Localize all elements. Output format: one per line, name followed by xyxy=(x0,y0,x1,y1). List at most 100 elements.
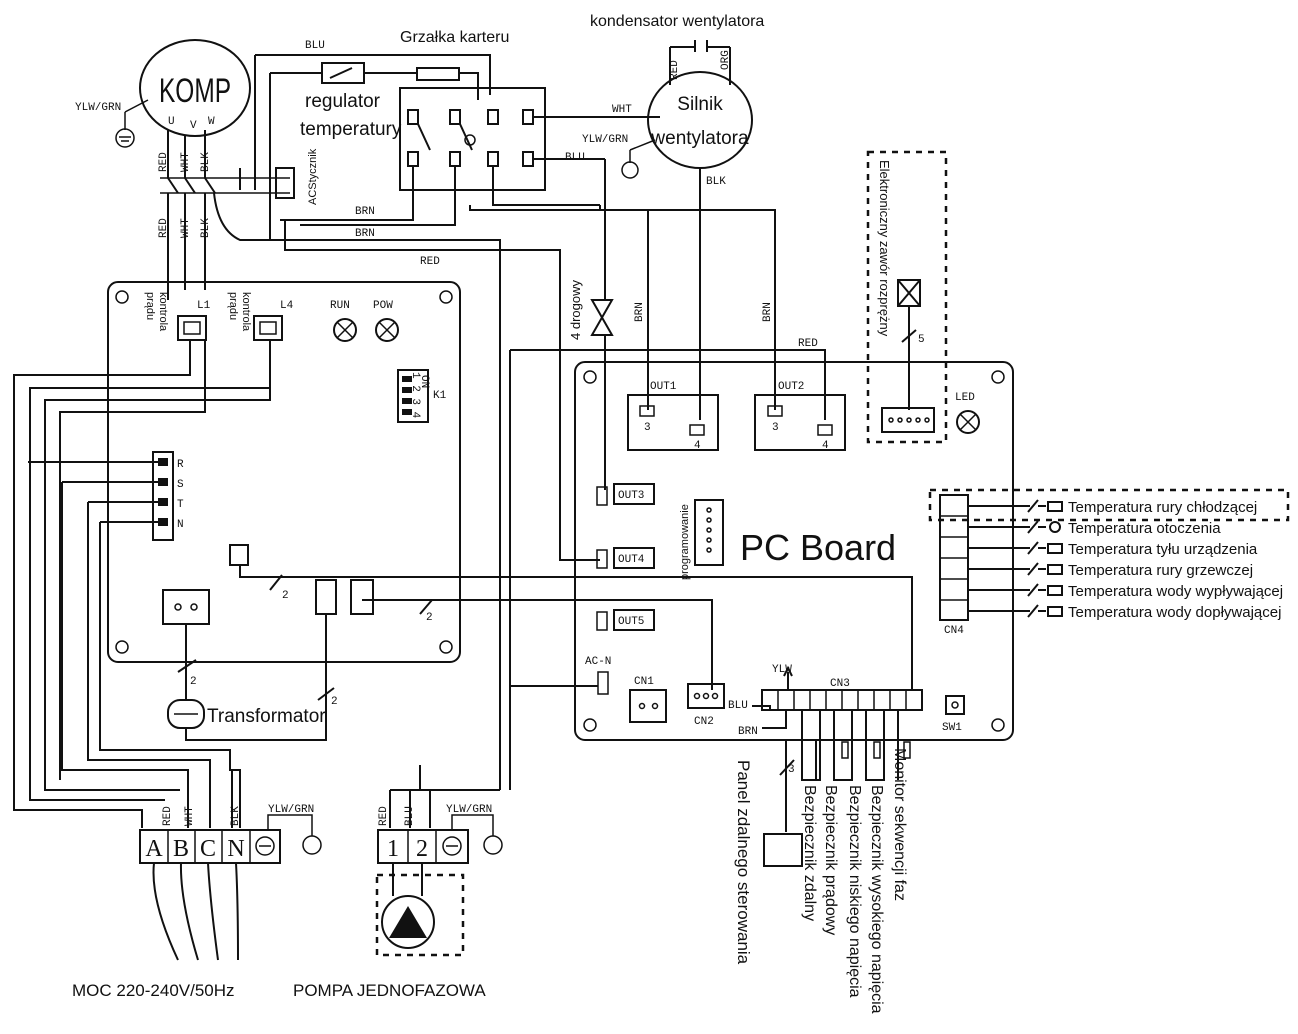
svg-text:RED: RED xyxy=(158,152,170,172)
led-label: LED xyxy=(955,392,975,404)
run-indicator xyxy=(333,318,357,342)
ac-contactor xyxy=(275,167,295,199)
svg-text:R: R xyxy=(177,459,184,471)
svg-text:4: 4 xyxy=(694,440,701,452)
svg-text:WHT: WHT xyxy=(180,152,192,172)
svg-text:BRN: BRN xyxy=(355,228,375,240)
transformer-label: Transformator xyxy=(207,706,326,727)
svg-text:BLU: BLU xyxy=(404,806,416,826)
svg-text:2: 2 xyxy=(416,836,428,862)
relay-block xyxy=(399,87,546,191)
pow-indicator xyxy=(375,318,399,342)
svg-text:OUT3: OUT3 xyxy=(618,490,644,502)
rstn-terminal xyxy=(152,451,174,541)
ct-l4 xyxy=(253,315,283,341)
sensor-5: Temperatura wody wypływającej xyxy=(1068,583,1283,600)
programming-label: programowanie xyxy=(679,504,691,580)
svg-text:1 2 3 4: 1 2 3 4 xyxy=(409,372,421,419)
compressor-terminal-w: W xyxy=(208,116,215,128)
svg-text:BRN: BRN xyxy=(738,726,758,738)
svg-text:CN4: CN4 xyxy=(944,625,964,637)
svg-text:B: B xyxy=(173,836,189,862)
sensor-1: Temperatura rury chłodzącej xyxy=(1068,499,1257,516)
compressor-terminal-v: V xyxy=(190,120,197,132)
ground-icon xyxy=(483,835,503,855)
sensor-6: Temperatura wody dopływającej xyxy=(1068,604,1281,621)
ground-icon xyxy=(442,836,462,856)
current-monitor-label-2: prądu xyxy=(144,292,156,320)
svg-text:C: C xyxy=(200,836,216,862)
dip-switch-k1[interactable] xyxy=(397,369,429,423)
svg-text:RED: RED xyxy=(162,806,174,826)
fan-motor-label-1: Silnik xyxy=(677,94,723,115)
svg-text:3: 3 xyxy=(772,422,779,434)
svg-text:CN2: CN2 xyxy=(694,716,714,728)
svg-text:CN3: CN3 xyxy=(830,678,850,690)
sensor-3: Temperatura tyłu urządzenia xyxy=(1068,541,1258,558)
l1-label: L1 xyxy=(197,300,211,312)
exv-connector xyxy=(881,407,935,433)
pump-dashed-box xyxy=(375,873,465,957)
l4-label: L4 xyxy=(280,300,294,312)
svg-text:OUT2: OUT2 xyxy=(778,381,804,393)
sw1-button[interactable] xyxy=(945,695,965,715)
out1-relay xyxy=(627,394,719,451)
label-remote-fuse: Bezpiecznik zdalny xyxy=(801,785,818,921)
svg-text:RED: RED xyxy=(158,218,170,238)
cn2-connector xyxy=(687,683,725,709)
sensor-4: Temperatura rury grzewczej xyxy=(1068,562,1253,579)
current-monitor-label-1b: kontrola xyxy=(240,292,252,332)
svg-text:BRN: BRN xyxy=(634,302,646,322)
cn1-connector xyxy=(629,689,667,723)
svg-text:S: S xyxy=(177,479,184,491)
svg-text:BLU: BLU xyxy=(728,700,748,712)
ac-contactor-label: ACStycznik xyxy=(307,148,319,205)
svg-text:BLU: BLU xyxy=(305,40,325,52)
svg-text:OUT4: OUT4 xyxy=(618,554,645,566)
sensor-dashed-box xyxy=(928,488,1290,522)
label-low-voltage-fuse: Bezpiecznik niskiego napięcia xyxy=(846,785,863,998)
svg-text:5: 5 xyxy=(918,334,925,346)
svg-text:BRN: BRN xyxy=(355,206,375,218)
power-terminal-block xyxy=(139,829,281,864)
pump-symbol xyxy=(381,895,435,949)
svg-text:1: 1 xyxy=(387,836,399,862)
pc-board-label: PC Board xyxy=(740,527,896,568)
label-remote-panel: Panel zdalnego sterowania xyxy=(734,760,753,965)
remote-panel-symbol xyxy=(763,833,803,867)
svg-text:BRN: BRN xyxy=(762,302,774,322)
pc-board xyxy=(574,361,1014,741)
out4-label-box xyxy=(613,547,655,569)
label-high-voltage-fuse: Bezpiecznik wysokiego napięcia xyxy=(868,785,885,1014)
pump-label: POMPA JEDNOFAZOWA xyxy=(293,981,486,1000)
svg-text:OUT1: OUT1 xyxy=(650,381,677,393)
ground-icon xyxy=(621,161,639,179)
svg-text:BLK: BLK xyxy=(706,176,726,188)
transformer-connector xyxy=(162,589,210,625)
svg-text:A: A xyxy=(145,836,163,862)
svg-text:4: 4 xyxy=(822,440,829,452)
out3-label-box xyxy=(613,483,655,505)
exv-label: Elektroniczny zawór rozprężny xyxy=(877,160,892,337)
svg-text:RED: RED xyxy=(420,256,440,268)
komp-ground-label: YLW/GRN xyxy=(75,102,121,114)
fan-capacitor-label: kondensator wentylatora xyxy=(590,13,764,30)
svg-text:BLK: BLK xyxy=(200,218,212,238)
svg-text:3: 3 xyxy=(788,764,795,776)
compressor-label: KOMP xyxy=(159,72,231,110)
svg-text:CN1: CN1 xyxy=(634,676,654,688)
svg-text:AC-N: AC-N xyxy=(585,656,611,668)
svg-text:ORG: ORG xyxy=(720,50,732,70)
compressor-terminal-u: U xyxy=(168,116,175,128)
out5-label-box xyxy=(613,609,655,631)
valve-4way-label: 4 drogowy xyxy=(568,280,583,340)
out2-relay xyxy=(754,394,846,451)
svg-text:YLW/GRN: YLW/GRN xyxy=(268,804,314,816)
svg-text:BLK: BLK xyxy=(200,152,212,172)
svg-text:ON: ON xyxy=(418,375,430,388)
svg-text:RED: RED xyxy=(798,338,818,350)
crankcase-heater-label: Grzałka karteru xyxy=(400,29,509,46)
ct-l1 xyxy=(177,315,207,341)
temp-regulator-label-1: regulator xyxy=(305,91,381,112)
